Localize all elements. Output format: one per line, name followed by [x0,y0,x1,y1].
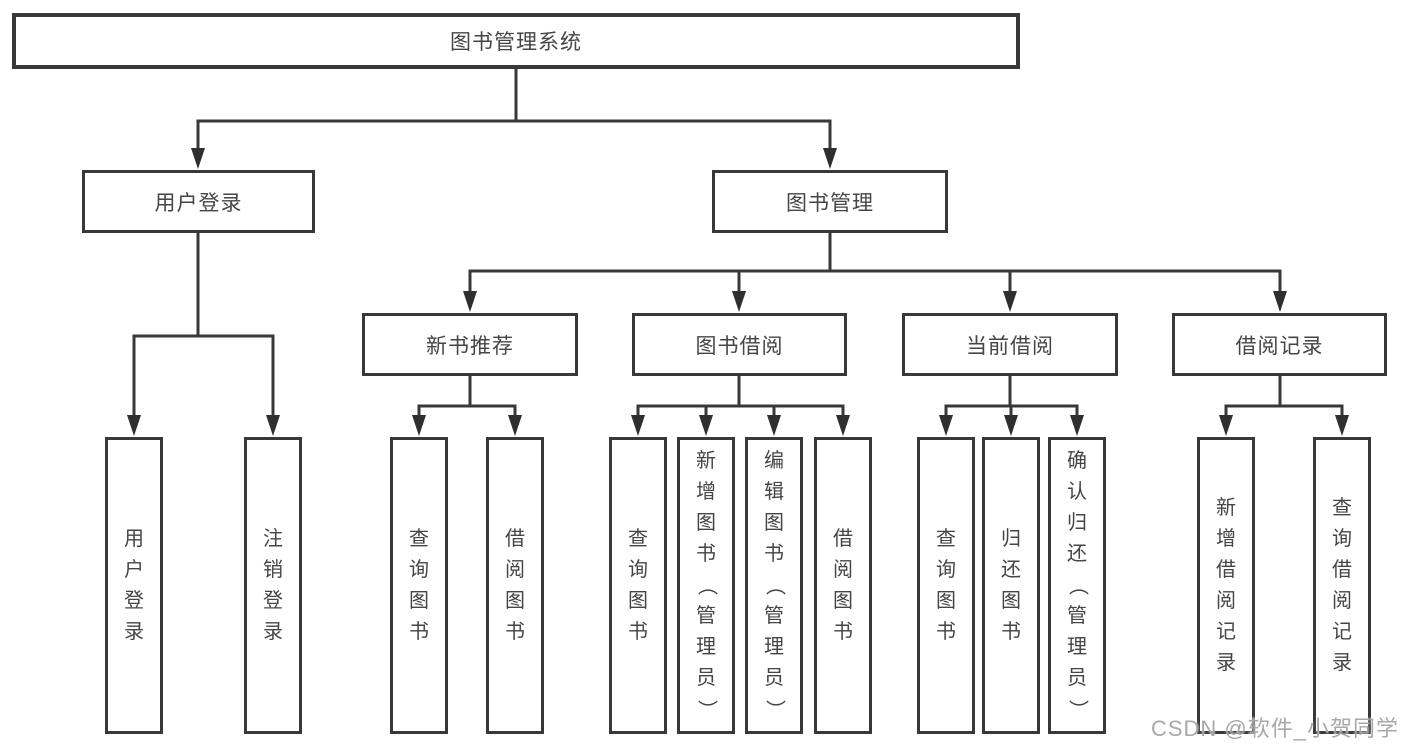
leaf-confirm-return-admin: 确认归还（管理员） [1048,437,1106,734]
node-new-book-recommend: 新书推荐 [362,313,578,376]
leaf-query-borrow-record: 查询借阅记录 [1313,437,1371,734]
leaf-add-book-admin: 新增图书（管理员） [677,437,735,734]
node-user-login: 用户登录 [82,170,315,233]
leaf-return-books: 归还图书 [982,437,1040,734]
node-book-borrow: 图书借阅 [632,313,847,376]
leaf-add-borrow-record: 新增借阅记录 [1197,437,1255,734]
leaf-borrow-books-borrow: 借阅图书 [814,437,872,734]
node-system-root: 图书管理系统 [12,13,1020,69]
leaf-logout: 注销登录 [244,437,302,734]
node-borrow-records: 借阅记录 [1172,313,1387,376]
leaf-user-login: 用户登录 [105,437,163,734]
watermark: CSDN @软件_小贺同学 [1150,716,1399,741]
leaf-query-books-newbook: 查询图书 [390,437,448,734]
arrowheads [127,148,1349,436]
node-current-borrow: 当前借阅 [902,313,1118,376]
leaf-query-books-borrow: 查询图书 [609,437,667,734]
leaf-edit-book-admin: 编辑图书（管理员） [745,437,803,734]
leaf-borrow-books-newbook: 借阅图书 [486,437,544,734]
leaf-query-books-current: 查询图书 [917,437,975,734]
node-book-management: 图书管理 [712,170,948,233]
